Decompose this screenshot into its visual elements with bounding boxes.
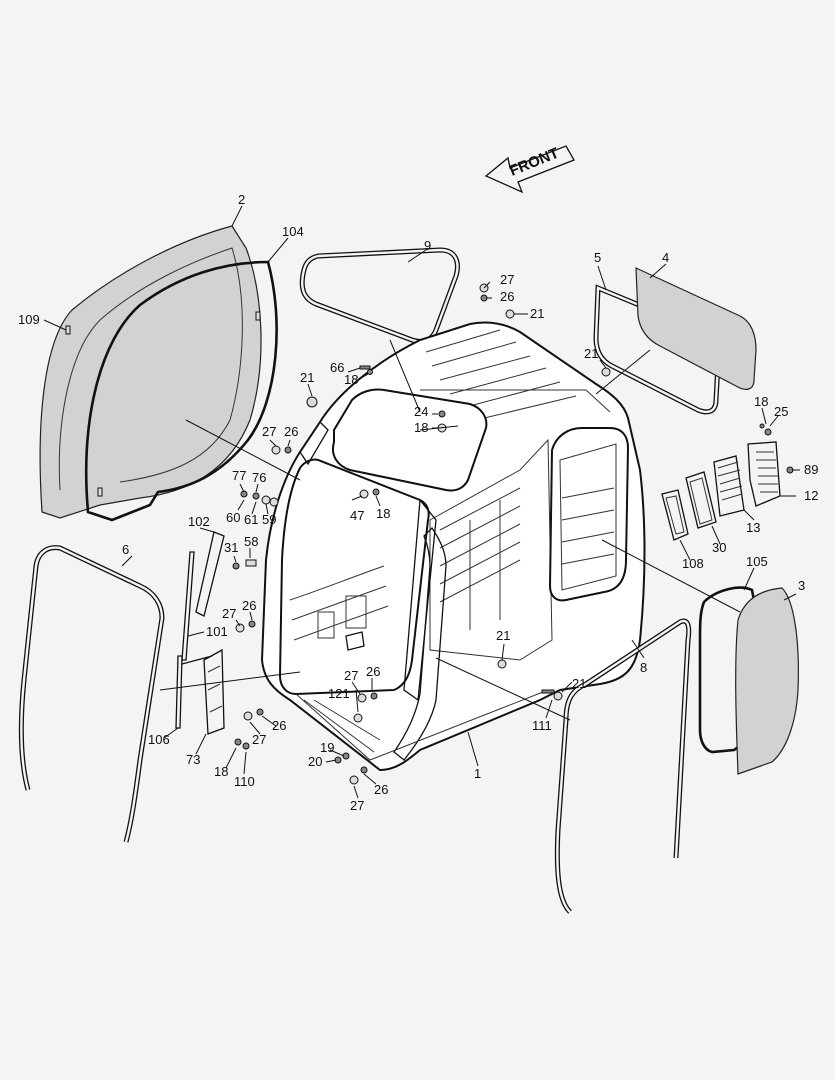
- callout-27: 27: [344, 668, 358, 683]
- callout-18: 18: [214, 764, 228, 779]
- front-arrow: FRONT: [484, 145, 575, 194]
- callout-18: 18: [414, 420, 428, 435]
- callout-18: 18: [754, 394, 768, 409]
- callout-2: 2: [238, 192, 245, 207]
- callout-61: 61: [244, 512, 258, 527]
- callout-73: 73: [186, 752, 200, 767]
- callout-102: 102: [188, 514, 210, 529]
- callout-108: 108: [682, 556, 704, 571]
- roof-window-seal: [299, 247, 460, 345]
- callout-89: 89: [804, 462, 818, 477]
- callout-58: 58: [244, 534, 258, 549]
- glass-clip: [65, 325, 71, 335]
- callout-27: 27: [350, 798, 364, 813]
- callout-111: 111: [532, 718, 552, 733]
- callout-21: 21: [496, 628, 510, 643]
- left-glass: [39, 225, 262, 519]
- callout-18: 18: [376, 506, 390, 521]
- cab-frame: [260, 321, 646, 772]
- filter-cover: [747, 441, 781, 507]
- callout-26: 26: [284, 424, 298, 439]
- callout-19: 19: [320, 740, 334, 755]
- callout-1: 1: [474, 766, 481, 781]
- callout-47: 47: [350, 508, 364, 523]
- callout-27: 27: [500, 272, 514, 287]
- callout-21: 21: [300, 370, 314, 385]
- strip-101: [181, 551, 195, 661]
- callout-26: 26: [366, 664, 380, 679]
- leader-lines: [43, 205, 800, 799]
- callout-110: 110: [234, 774, 255, 789]
- front-label: FRONT: [507, 145, 561, 180]
- callout-31: 31: [224, 540, 238, 555]
- callout-26: 26: [272, 718, 286, 733]
- strip-106: [175, 655, 183, 729]
- callout-27: 27: [252, 732, 266, 747]
- callout-104: 104: [282, 224, 304, 239]
- callout-labels: 2 104 109 9 5 4 27 26 21 21 21 66 18 24 …: [18, 192, 818, 813]
- left-glass-inner-edge: [58, 247, 243, 491]
- left-side-seal-core: [20, 546, 164, 843]
- hinge-73: [203, 648, 225, 735]
- callout-12: 12: [804, 488, 818, 503]
- callout-18: 18: [344, 372, 358, 387]
- callout-76: 76: [252, 470, 266, 485]
- callout-26: 26: [374, 782, 388, 797]
- callout-25: 25: [774, 404, 788, 419]
- callout-6: 6: [122, 542, 129, 557]
- callout-5: 5: [594, 250, 601, 265]
- seal-clip: [255, 311, 261, 321]
- callout-13: 13: [746, 520, 760, 535]
- filter-gasket: [661, 489, 689, 541]
- callout-4: 4: [662, 250, 669, 265]
- callout-109: 109: [18, 312, 40, 327]
- strip-102: [195, 531, 225, 617]
- callout-27: 27: [262, 424, 276, 439]
- callout-66: 66: [330, 360, 344, 375]
- right-window-glass: [635, 267, 757, 390]
- callout-106: 106: [148, 732, 170, 747]
- callout-26: 26: [500, 289, 514, 304]
- callout-59: 59: [262, 512, 276, 527]
- right-door-seal-core: [556, 619, 690, 913]
- callout-9: 9: [424, 238, 431, 253]
- callout-105: 105: [746, 554, 768, 569]
- callout-3: 3: [798, 578, 805, 593]
- left-side-seal: [18, 545, 165, 843]
- callout-21: 21: [530, 306, 544, 321]
- callout-21: 21: [584, 346, 598, 361]
- callout-121: 121: [328, 686, 350, 701]
- rear-glass: [735, 587, 799, 775]
- filter-frame: [685, 471, 717, 529]
- callout-8: 8: [640, 660, 647, 675]
- callout-77: 77: [232, 468, 246, 483]
- callout-60: 60: [226, 510, 240, 525]
- callout-27: 27: [222, 606, 236, 621]
- seal-clip: [97, 487, 103, 497]
- callout-21: 21: [572, 676, 586, 691]
- callout-20: 20: [308, 754, 322, 769]
- callout-24: 24: [414, 404, 428, 419]
- callout-101: 101: [206, 624, 228, 639]
- callout-30: 30: [712, 540, 726, 555]
- callout-26: 26: [242, 598, 256, 613]
